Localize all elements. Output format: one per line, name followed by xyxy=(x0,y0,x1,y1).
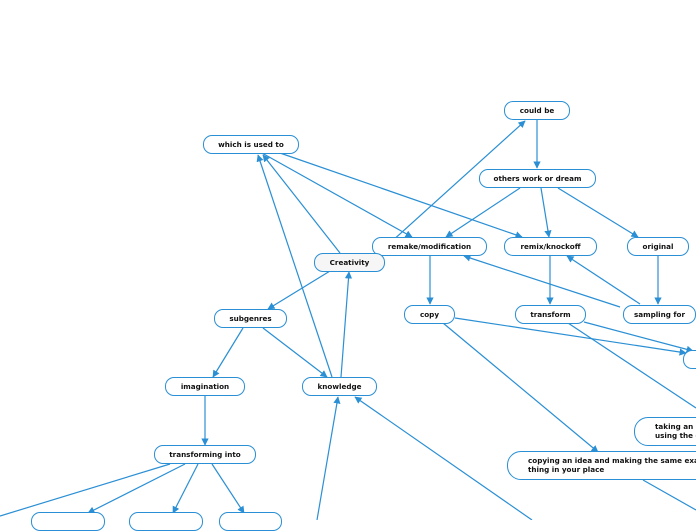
node-bottom-1[interactable] xyxy=(31,512,105,531)
node-remix-knockoff[interactable]: remix/knockoff xyxy=(504,237,597,256)
node-could-be[interactable]: could be xyxy=(504,101,570,120)
edge-others-original xyxy=(557,187,639,238)
edge-creativity-which xyxy=(262,154,341,254)
edge-transforming-n3 xyxy=(211,463,245,514)
node-knowledge[interactable]: knowledge xyxy=(302,377,377,396)
edge-transforming-n1 xyxy=(87,463,186,514)
node-original[interactable]: original xyxy=(627,237,689,256)
node-right-edge[interactable] xyxy=(683,350,696,369)
edge-sampling-remake xyxy=(463,254,621,308)
edge-others-remix xyxy=(540,187,552,238)
node-transform[interactable]: transform xyxy=(515,305,586,324)
node-which-is-used-to[interactable]: which is used to xyxy=(203,135,299,154)
node-sampling-for[interactable]: sampling for xyxy=(623,305,696,324)
edge-knowledge-creativity xyxy=(340,271,353,378)
edge-subgenres-knowledge xyxy=(262,327,328,378)
edge-which-remake xyxy=(261,152,413,238)
edge-transform-right xyxy=(583,321,694,353)
edge-creativity-subgenres xyxy=(267,270,331,310)
edge-transform-taking xyxy=(567,322,696,409)
node-bottom-3[interactable] xyxy=(219,512,282,531)
node-transforming-into[interactable]: transforming into xyxy=(154,445,256,464)
edge-subgenres-imagination xyxy=(212,327,244,378)
edge-copy-right xyxy=(454,317,687,356)
edge-which-remix xyxy=(279,152,523,239)
node-bottom-2[interactable] xyxy=(129,512,203,531)
edge-bottomright-knowledge xyxy=(354,396,533,520)
node-creativity[interactable]: Creativity xyxy=(314,253,385,272)
edge-bottom-knowledge xyxy=(316,396,341,520)
node-remake-modification[interactable]: remake/modification xyxy=(372,237,487,256)
edge-copying-down xyxy=(642,479,696,511)
edge-transforming-n2 xyxy=(172,463,199,514)
node-taking-an-idea[interactable]: taking an i... using the c... xyxy=(634,417,696,446)
edge-others-remake xyxy=(445,187,521,238)
node-copy[interactable]: copy xyxy=(404,305,455,324)
edge-knowledge-which xyxy=(256,154,333,378)
node-others-work-or-dream[interactable]: others work or dream xyxy=(479,169,596,188)
concept-map-connectors xyxy=(0,120,696,520)
edge-creativity-couldbe xyxy=(379,120,526,253)
edge-transforming-left xyxy=(0,463,171,517)
node-imagination[interactable]: imagination xyxy=(165,377,245,396)
node-copying-an-idea[interactable]: copying an idea and making the same exac… xyxy=(507,451,696,480)
edge-copy-copying xyxy=(442,322,599,453)
edge-sampling-remix xyxy=(566,255,641,305)
node-subgenres[interactable]: subgenres xyxy=(214,309,287,328)
